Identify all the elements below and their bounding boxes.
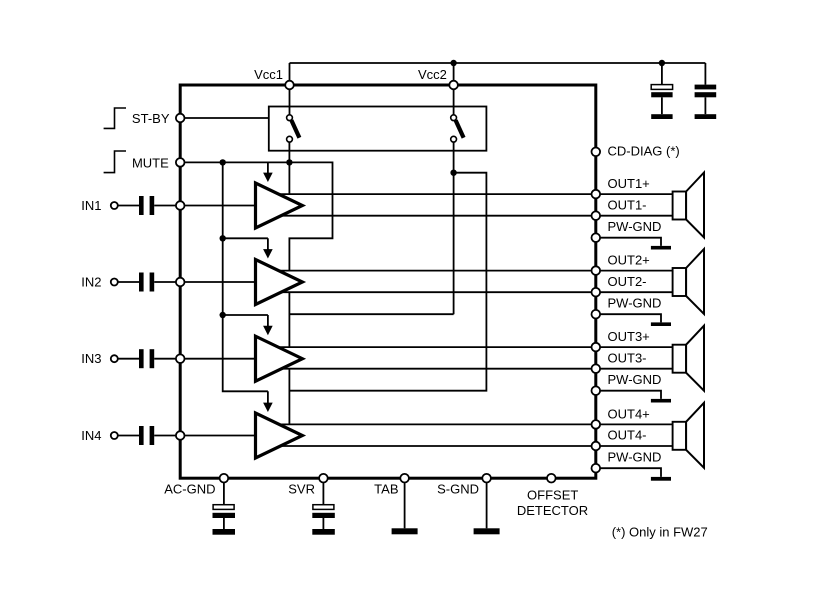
svg-text:IN3: IN3 — [81, 351, 101, 366]
svg-text:OUT1-: OUT1- — [608, 197, 647, 212]
svg-text:OFFSET: OFFSET — [527, 488, 578, 503]
svg-text:OUT1+: OUT1+ — [608, 176, 650, 191]
svg-text:(*) Only in FW27: (*) Only in FW27 — [612, 525, 708, 540]
svg-text:AC-GND: AC-GND — [164, 482, 215, 497]
svg-text:OUT2-: OUT2- — [608, 274, 647, 289]
svg-text:PW-GND: PW-GND — [608, 296, 662, 311]
svg-text:S-GND: S-GND — [437, 482, 479, 497]
svg-text:TAB: TAB — [374, 482, 398, 497]
svg-text:OUT2+: OUT2+ — [608, 253, 650, 268]
svg-text:PW-GND: PW-GND — [608, 450, 662, 465]
svg-text:IN2: IN2 — [81, 275, 101, 290]
svg-text:Vcc2: Vcc2 — [418, 67, 447, 82]
svg-text:MUTE: MUTE — [132, 156, 169, 171]
svg-text:DETECTOR: DETECTOR — [517, 503, 588, 518]
svg-text:Vcc1: Vcc1 — [254, 67, 283, 82]
svg-text:IN4: IN4 — [81, 428, 101, 443]
svg-text:CD-DIAG (*): CD-DIAG (*) — [608, 144, 680, 159]
svg-text:ST-BY: ST-BY — [132, 111, 170, 126]
svg-text:OUT3-: OUT3- — [608, 350, 647, 365]
svg-text:OUT4-: OUT4- — [608, 428, 647, 443]
svg-text:IN1: IN1 — [81, 198, 101, 213]
svg-text:PW-GND: PW-GND — [608, 372, 662, 387]
svg-text:SVR: SVR — [288, 482, 315, 497]
svg-text:PW-GND: PW-GND — [608, 219, 662, 234]
svg-text:OUT4+: OUT4+ — [608, 406, 650, 421]
svg-text:OUT3+: OUT3+ — [608, 329, 650, 344]
